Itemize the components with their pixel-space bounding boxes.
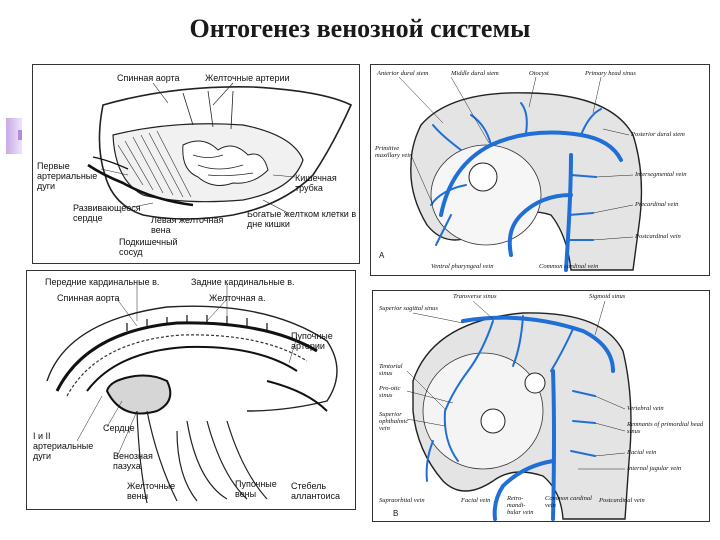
label-middle-dural-stem: Middle dural stem (451, 70, 499, 77)
label-superior-ophthalmic-vein: Superior ophthalmic vein (379, 411, 409, 432)
head-veins-a-drawing (398, 76, 643, 272)
cardinal-veins-drawing (46, 283, 338, 504)
label-tentorial-sinus: Tentorial sinus (379, 363, 403, 377)
label-first-arterial-arches: Первые артериальные дуги (37, 161, 98, 191)
label-facial-vein-right: Facial vein (627, 449, 657, 456)
label-vitelline-veins: Желточные вены (127, 481, 176, 501)
panel-cardinal-veins: Передние кардинальные в. Задние кардинал… (26, 270, 356, 510)
label-postcardinal-vein: Postcardinal vein (599, 497, 645, 504)
label-primary-head-sinus: Primary head sinus (585, 70, 636, 77)
slide-accent-mark (18, 130, 22, 140)
label-facial-vein-bottom: Facial vein (461, 497, 491, 504)
label-primitive-maxillary-vein: Primitive maxillary vein (375, 145, 413, 159)
label-yolk-cells: Богатые желтком клетки в дне кишки (247, 209, 357, 229)
label-anterior-dural-stem: Anterior dural stem (377, 70, 429, 77)
label-panel-letter-b: B (393, 509, 399, 518)
label-arterial-arches: I и II артериальные дуги (33, 431, 94, 461)
label-developing-heart: Развивающееся сердце (73, 203, 141, 223)
page-title: Онтогенез венозной системы (189, 14, 531, 43)
panel-head-veins-a: Anterior dural stem Middle dural stem Ot… (370, 64, 710, 276)
label-internal-jugular-vein: Internal jugular vein (627, 465, 682, 472)
label-common-cardinal-vein: Common cardinal vein (545, 495, 592, 509)
label-gut-tube: Кишечная трубка (295, 173, 337, 193)
label-umbilical-arteries: Пупочные артерии (291, 331, 333, 351)
panel-early-embryo: Спинная аорта Желточные артерии Первые а… (32, 64, 360, 264)
label-vitelline-arteries: Желточные артерии (205, 73, 290, 83)
label-otocyst: Otocyst (529, 70, 549, 77)
label-allantois-stalk: Стебель аллантоиса (291, 481, 341, 501)
label-postcardinal-vein: Postcardinal vein (635, 233, 681, 240)
label-dorsal-aorta: Спинная аорта (57, 293, 120, 303)
label-vitelline-artery: Желточная а. (209, 293, 266, 303)
panel-head-veins-b: Transverse sinus Superior sagittal sinus… (372, 290, 710, 522)
label-transverse-sinus: Transverse sinus (453, 293, 497, 300)
slide-accent-bar (6, 118, 22, 154)
label-heart: Сердце (103, 423, 135, 433)
label-panel-letter-a: A (379, 251, 385, 260)
label-intersegmental-vein: Intersegmental vein (635, 171, 687, 178)
label-vertebral-vein: Vertebral vein (627, 405, 664, 412)
label-umbilical-veins: Пупочные вены (235, 479, 277, 499)
head-veins-b-drawing (406, 300, 632, 521)
label-ventral-pharyngeal-vein: Ventral pharyngeal vein (431, 263, 494, 270)
label-precardinal-vein: Precardinal vein (635, 201, 679, 208)
label-sigmoid-sinus: Sigmoid sinus (589, 293, 626, 300)
label-dorsal-aorta: Спинная аорта (117, 73, 180, 83)
label-subintestinal-vessel: Подкишечный сосуд (119, 237, 178, 257)
label-venous-sinus: Венозная пазуха (113, 451, 153, 471)
label-remnants-head-sinus: Remnants of primordial head sinus (627, 421, 704, 435)
label-superior-sagittal-sinus: Superior sagittal sinus (379, 305, 438, 312)
label-anterior-cardinal-veins: Передние кардинальные в. (45, 277, 160, 287)
label-left-vitelline-vein: Левая желточная вена (151, 215, 224, 235)
label-common-cardinal-vein: Common cardinal vein (539, 263, 599, 270)
label-retromandibular-vein: Retro-mandi-bular vein (507, 495, 534, 516)
label-posterior-cardinal-veins: Задние кардинальные в. (191, 277, 295, 287)
label-posterior-dural-stem: Posterior dural stem (631, 131, 685, 138)
early-embryo-drawing (87, 82, 353, 220)
label-pro-otic-sinus: Pro-otic sinus (379, 385, 401, 399)
label-supraorbital-vein: Supraorbital vein (379, 497, 425, 504)
